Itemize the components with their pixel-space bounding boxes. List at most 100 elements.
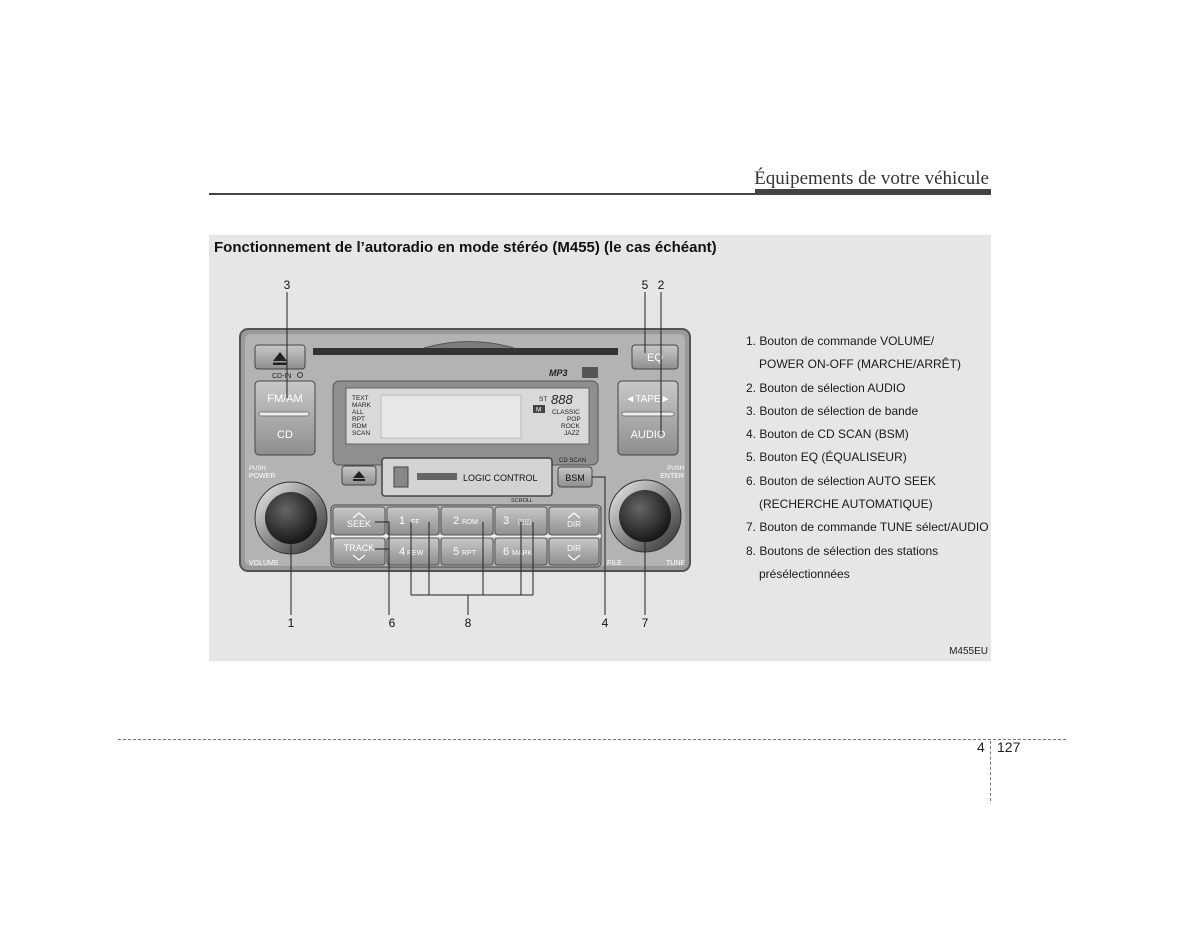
volume-label: VOLUME bbox=[249, 560, 279, 567]
svg-text:TEXT: TEXT bbox=[352, 395, 369, 402]
legend-item: présélectionnées bbox=[759, 566, 850, 581]
volume-knob[interactable] bbox=[254, 481, 328, 555]
svg-text:PUSH: PUSH bbox=[249, 466, 266, 472]
fm-am-cd-button[interactable]: FM/AM CD bbox=[254, 380, 316, 456]
preset-4-button[interactable]: 4 REW bbox=[386, 537, 440, 566]
svg-text:ALL: ALL bbox=[352, 409, 364, 416]
eq-label: EQ bbox=[647, 352, 663, 364]
figure-panel: Fonctionnement de l’autoradio en mode st… bbox=[209, 235, 991, 661]
preset-5-button[interactable]: 5 RPT bbox=[440, 537, 494, 566]
power-label: POWER bbox=[249, 473, 275, 480]
figure-title: Fonctionnement de l’autoradio en mode st… bbox=[214, 239, 717, 256]
header-rule bbox=[209, 193, 991, 195]
chevron-down-icon bbox=[567, 554, 581, 561]
legend-item: 7. Bouton de commande TUNE sélect/AUDIO bbox=[746, 520, 989, 535]
track-label: TRACK bbox=[344, 543, 375, 553]
callout-numbers: 3 5 2 1 6 8 4 7 bbox=[284, 278, 665, 630]
logic-control-label: LOGIC CONTROL bbox=[463, 473, 538, 483]
svg-text:MARK: MARK bbox=[352, 402, 371, 409]
chevron-up-icon bbox=[567, 512, 581, 519]
cd-label: CD bbox=[277, 429, 293, 441]
tune-knob[interactable] bbox=[608, 479, 682, 553]
svg-text:RDM: RDM bbox=[352, 423, 367, 430]
fm-am-label: FM/AM bbox=[267, 393, 302, 405]
svg-text:JAZZ: JAZZ bbox=[564, 430, 580, 437]
svg-text:5: 5 bbox=[453, 546, 459, 558]
eject-tape-icon bbox=[353, 471, 365, 478]
tape-door: LOGIC CONTROL bbox=[381, 457, 553, 497]
svg-text:RPT: RPT bbox=[352, 416, 365, 423]
callout-3: 3 bbox=[284, 278, 291, 292]
chevron-up-icon bbox=[352, 512, 366, 519]
callout-8: 8 bbox=[465, 616, 472, 630]
svg-text:RDM: RDM bbox=[462, 519, 478, 526]
footer-rule bbox=[118, 739, 1066, 740]
svg-text:M: M bbox=[536, 407, 541, 414]
tape-audio-button[interactable]: ◄TAPE► AUDIO bbox=[617, 380, 679, 456]
svg-text:DIR: DIR bbox=[567, 520, 581, 529]
preset-1-button[interactable]: 1 FF bbox=[386, 506, 440, 536]
svg-text:CLASSIC: CLASSIC bbox=[552, 409, 580, 416]
eject-cd-button[interactable] bbox=[254, 344, 306, 370]
svg-text:POP: POP bbox=[567, 416, 581, 423]
preset-3-button[interactable]: 3 ◫◫ bbox=[494, 506, 548, 536]
track-button[interactable]: TRACK bbox=[332, 537, 386, 566]
legend-item: 8. Boutons de sélection des stations bbox=[746, 543, 939, 558]
cd-scan-label: CD SCAN bbox=[559, 458, 586, 464]
callout-7: 7 bbox=[642, 616, 649, 630]
svg-text:SCAN: SCAN bbox=[352, 430, 370, 437]
bsm-button[interactable]: BSM bbox=[557, 466, 593, 488]
svg-text:3: 3 bbox=[503, 515, 509, 527]
footer-divider bbox=[990, 741, 991, 801]
figure-code: M455EU bbox=[949, 646, 988, 657]
enter-label: ENTER bbox=[660, 473, 684, 480]
tune-label: TUNE bbox=[666, 560, 685, 567]
svg-text:2: 2 bbox=[453, 515, 459, 527]
display-left-indicators: TEXT MARK ALL RPT RDM SCAN bbox=[352, 395, 371, 437]
legend-item: 4. Bouton de CD SCAN (BSM) bbox=[746, 427, 909, 442]
svg-text:ST: ST bbox=[539, 396, 547, 403]
bsm-label: BSM bbox=[565, 473, 585, 483]
callout-2: 2 bbox=[658, 278, 665, 292]
audio-label: AUDIO bbox=[631, 429, 666, 441]
chevron-down-icon bbox=[352, 554, 366, 561]
legend-item: (RECHERCHE AUTOMATIQUE) bbox=[759, 497, 933, 512]
callout-4: 4 bbox=[602, 616, 609, 630]
dot-matrix bbox=[380, 394, 522, 439]
svg-text:◫◫: ◫◫ bbox=[518, 519, 531, 526]
legend-item: 3. Bouton de sélection de bande bbox=[746, 403, 919, 418]
svg-text:1: 1 bbox=[399, 515, 405, 527]
svg-text:MARK: MARK bbox=[512, 550, 533, 557]
callout-5: 5 bbox=[642, 278, 649, 292]
chapter-header-title: Équipements de votre véhicule bbox=[754, 168, 989, 189]
mp3-logo: MP3 bbox=[549, 368, 568, 378]
callout-1: 1 bbox=[288, 616, 295, 630]
seek-button[interactable]: SEEK bbox=[332, 506, 386, 536]
svg-text:FF: FF bbox=[411, 519, 420, 526]
svg-text:888: 888 bbox=[551, 392, 573, 407]
cd-logo-icon bbox=[582, 367, 598, 378]
svg-text:DIR: DIR bbox=[567, 544, 581, 553]
preset-2-button[interactable]: 2 RDM bbox=[440, 506, 494, 536]
callout-lines bbox=[286, 292, 662, 615]
header-accent-bar bbox=[755, 189, 991, 195]
legend-item: 6. Bouton de sélection AUTO SEEK bbox=[746, 473, 936, 488]
legend-item: POWER ON-OFF (MARCHE/ARRÊT) bbox=[759, 357, 961, 372]
dir-down-button[interactable]: DIR bbox=[548, 537, 600, 566]
scroll-label: SCROLL bbox=[511, 498, 533, 504]
display-right-indicators: ST 888 M CLASSIC POP ROCK JAZZ bbox=[533, 392, 581, 437]
page-number: 127 bbox=[997, 739, 1021, 755]
chapter-number: 4 bbox=[977, 739, 985, 755]
cd-in-label: CD-IN bbox=[272, 373, 291, 380]
svg-text:PUSH: PUSH bbox=[667, 466, 684, 472]
cd-in-indicator bbox=[297, 372, 303, 378]
callout-6: 6 bbox=[389, 616, 396, 630]
callout-legend: 1. Bouton de commande VOLUME/ POWER ON-O… bbox=[746, 330, 989, 586]
tape-label: ◄TAPE► bbox=[625, 394, 670, 405]
eject-tape-button[interactable] bbox=[341, 465, 377, 486]
legend-item: 1. Bouton de commande VOLUME/ bbox=[746, 334, 935, 348]
legend-item: 2. Bouton de sélection AUDIO bbox=[746, 380, 906, 395]
dir-up-button[interactable]: DIR bbox=[548, 506, 600, 536]
eq-button[interactable]: EQ bbox=[631, 344, 679, 370]
file-label: FILE bbox=[607, 560, 622, 567]
